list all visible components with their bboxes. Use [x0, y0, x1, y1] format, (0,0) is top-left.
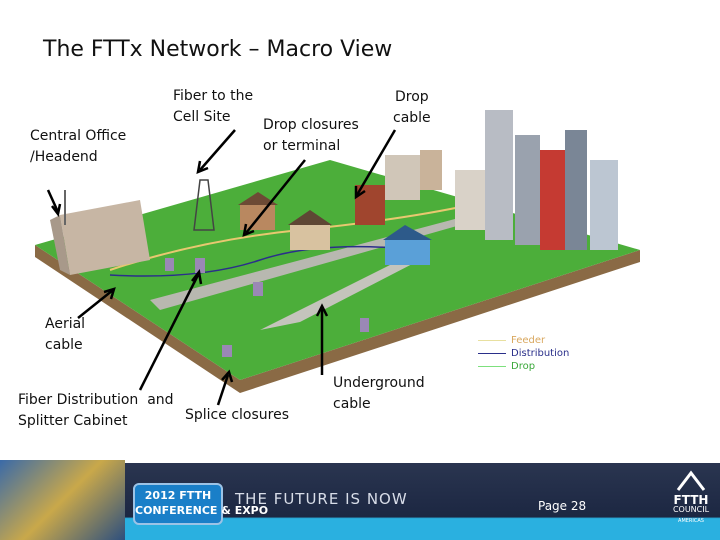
photo-cube-image: [0, 460, 125, 540]
central-office-building: [50, 190, 150, 275]
house-icon: [676, 470, 706, 491]
legend-feeder: Feeder: [478, 335, 545, 347]
pointer-arrows: [46, 129, 397, 406]
label-central-office: Central Office /Headend: [30, 128, 127, 165]
slogan: THE FUTURE IS NOW: [235, 490, 408, 508]
houses: [238, 192, 432, 265]
city-buildings: [355, 110, 618, 250]
label-underground-cable: Underground cable: [333, 375, 425, 412]
conference-badge: 2012 FTTH CONFERENCE & EXPO: [133, 483, 268, 525]
cabinets-and-closures: [165, 258, 369, 357]
slide-title: The FTTx Network – Macro View: [43, 37, 393, 62]
label-splice-closures: Splice closures: [185, 407, 289, 423]
label-drop-closures: Drop closures or terminal: [263, 117, 359, 154]
page-number: Page 28: [538, 499, 587, 513]
label-fiber-distribution: Fiber Distribution and Splitter Cabinet: [18, 392, 174, 429]
distribution-line: [109, 245, 421, 277]
fttx-illustration: [35, 110, 640, 406]
label-drop-cable: Drop cable: [393, 89, 431, 126]
legend-drop: Drop: [478, 361, 535, 373]
cell-tower: [193, 179, 215, 231]
label-aerial-cable: Aerial cable: [45, 316, 86, 353]
legend-distribution: Distribution: [478, 348, 569, 360]
road-2: [260, 255, 420, 330]
board-edge: [35, 245, 640, 393]
label-cell-site: Fiber to the Cell Site: [173, 88, 254, 125]
